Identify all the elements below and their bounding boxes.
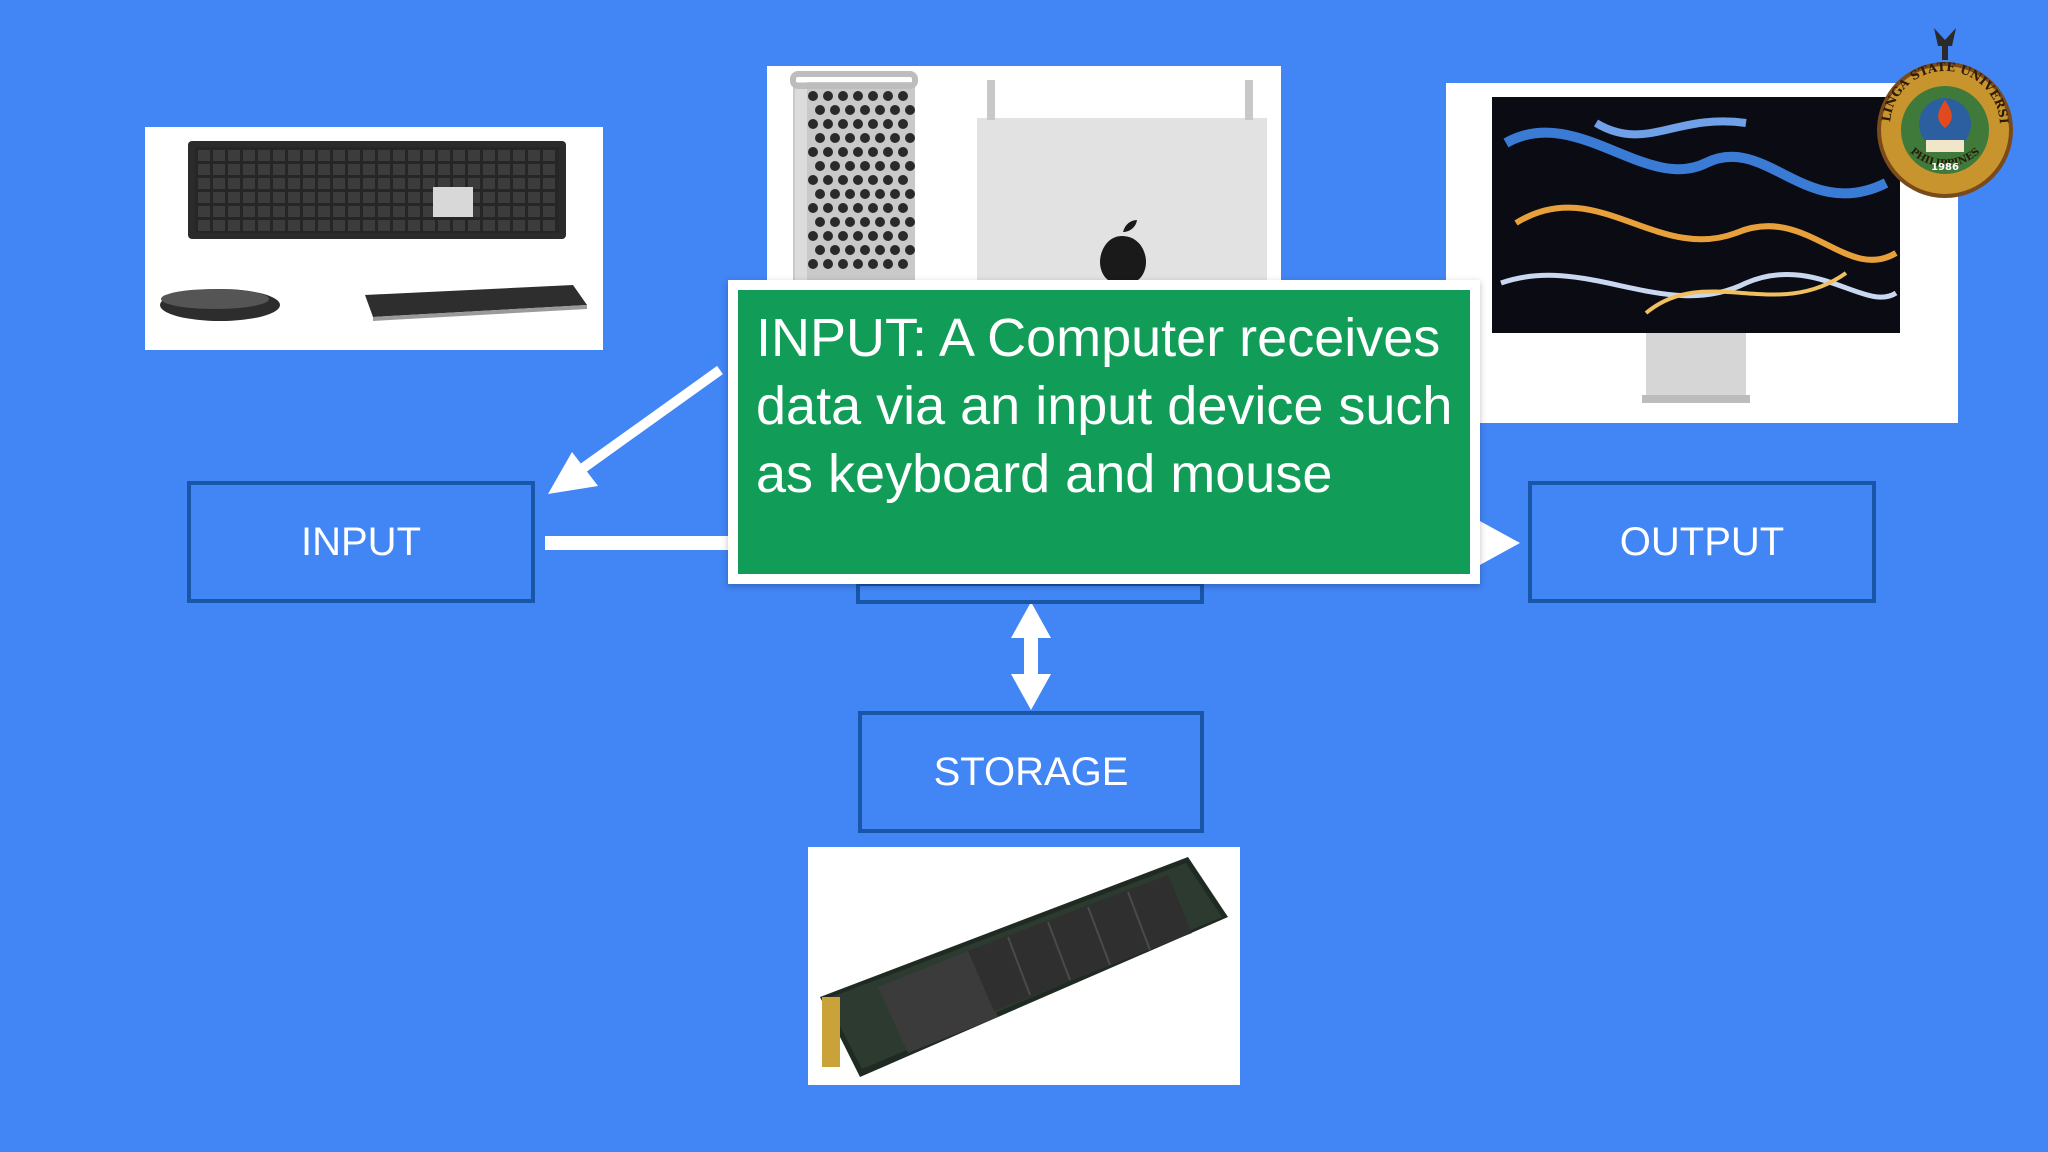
output-box: OUTPUT <box>1528 481 1876 603</box>
keyboard-mouse-trackpad-photo <box>145 127 603 350</box>
logo-year: 1986 <box>1931 162 1959 173</box>
process-to-output-arrowhead <box>1478 520 1520 566</box>
input-callout: INPUT: A Computer receives data via an i… <box>728 280 1480 584</box>
storage-arrow-down-head <box>1011 674 1051 710</box>
output-box-label: OUTPUT <box>1619 519 1785 564</box>
callout-pointer-arrow <box>569 365 723 481</box>
ssd-photo <box>808 847 1240 1085</box>
storage-box-label: STORAGE <box>933 749 1129 794</box>
input-box: INPUT <box>187 481 535 603</box>
processing-box-edge <box>856 582 1204 604</box>
university-seal-logo: KALINGA STATE UNIVERSITY PHILIPPINES 198… <box>1866 11 2018 207</box>
monitor-photo <box>1446 83 1958 423</box>
storage-double-arrow <box>1024 632 1038 676</box>
storage-box: STORAGE <box>858 711 1204 833</box>
input-to-process-arrow <box>545 536 735 550</box>
callout-text: INPUT: A Computer receives data via an i… <box>756 308 1453 504</box>
input-box-label: INPUT <box>301 519 421 564</box>
callout-pointer-arrowhead <box>548 452 598 494</box>
storage-arrow-up-head <box>1011 602 1051 638</box>
computer-tower-photo <box>767 66 1281 282</box>
